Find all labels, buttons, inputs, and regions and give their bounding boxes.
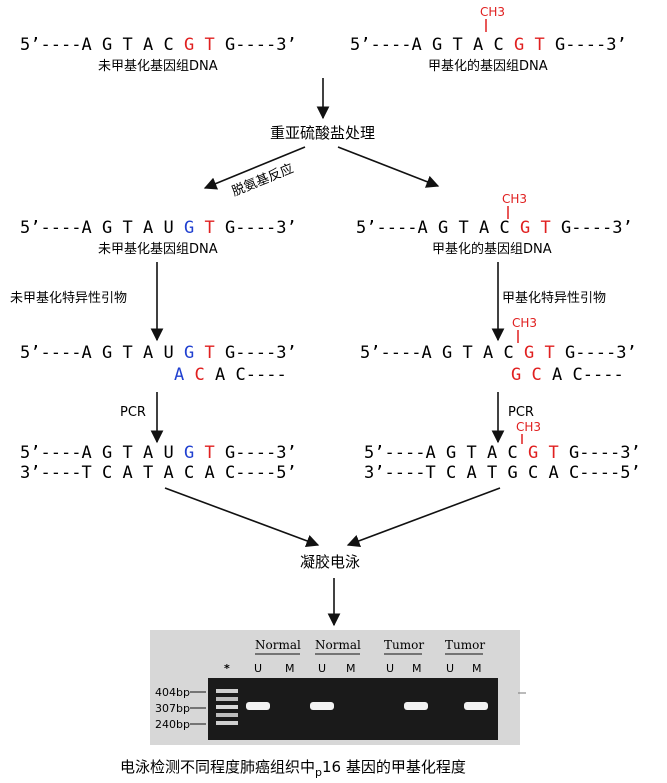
- lane-label: U: [446, 662, 454, 675]
- pcr-product-bottom-unmethylated: 3’----T C A T A C A C----5’: [20, 463, 297, 483]
- electrophoresis-label: 凝胶电泳: [300, 553, 360, 571]
- deamination-label: 脱氨基反应: [230, 161, 296, 200]
- pcr-label-right: PCR: [508, 405, 534, 420]
- arrow-converge-right: [346, 487, 501, 547]
- ch3-label: CH3: [512, 316, 537, 330]
- ladder-band: [216, 697, 238, 701]
- ladder-band: [216, 705, 238, 709]
- figure-caption: 电泳检测不同程度肺癌组织中p16 基因的甲基化程度: [120, 758, 466, 779]
- arrow-left-branch: [203, 146, 306, 190]
- size-label: 404bp: [155, 686, 190, 699]
- arrow-right-branch: [337, 146, 440, 188]
- group-label: Tumor: [445, 638, 485, 652]
- dna-sequence: 5’----A G T A C G T G----3’: [20, 35, 297, 55]
- group-label: Tumor: [384, 638, 424, 652]
- primer-unmethylated: A C A C----: [174, 365, 287, 385]
- sample-band: [464, 702, 488, 710]
- lane-label: M: [472, 662, 482, 675]
- marker-lane-symbol: *: [224, 662, 230, 675]
- converted-methylated-sequence: 5’----A G T A C G T G----3’: [356, 218, 633, 238]
- pcr-product-top-methylated: 5’----A G T A C G T G----3’: [364, 443, 641, 463]
- pcr-label-left: PCR: [120, 405, 146, 420]
- top-unmethylated-sequence: 5’----A G T A C G T G----3’: [20, 35, 297, 55]
- primer-template-unmethylated: 5’----A G T A U G T G----3’: [20, 343, 297, 363]
- lane-label: U: [386, 662, 394, 675]
- group-label: Normal: [255, 638, 301, 652]
- lane-label: U: [318, 662, 326, 675]
- ladder-band: [216, 689, 238, 693]
- gel-figure: Normal Normal Tumor Tumor * U M U M U M U M 404…: [150, 630, 520, 745]
- top-methylated-sequence: CH3 5’----A G T A C G T G----3’: [350, 5, 627, 55]
- methylated-dna-label: 甲基化的基因组DNA: [428, 58, 548, 74]
- lane-label: M: [412, 662, 422, 675]
- size-label: 307bp: [155, 702, 190, 715]
- primer-template-methylated: 5’----A G T A C G T G----3’: [360, 343, 637, 363]
- lane-label: M: [346, 662, 356, 675]
- group-label: Normal: [315, 638, 361, 652]
- size-label: 240bp: [155, 718, 190, 731]
- unmethylated-dna-label: 未甲基化基因组DNA: [98, 59, 218, 74]
- lane-label: U: [254, 662, 262, 675]
- converted-unmethylated-sequence: 5’----A G T A U G T G----3’: [20, 218, 297, 238]
- unmethylated-primer-label: 未甲基化特异性引物: [10, 291, 127, 306]
- sample-band: [310, 702, 334, 710]
- dna-sequence: 5’----A G T A C G T G----3’: [350, 35, 627, 55]
- methylated-primer-label: 甲基化特异性引物: [502, 291, 606, 306]
- ch3-label: CH3: [516, 420, 541, 434]
- ch3-label: CH3: [480, 5, 505, 19]
- sample-band: [246, 702, 270, 710]
- methylated-dna-label: 甲基化的基因组DNA: [432, 241, 552, 257]
- sample-band: [404, 702, 428, 710]
- ladder-band: [216, 713, 238, 717]
- sample-bands: [246, 702, 488, 710]
- primer-methylated: G C A C----: [511, 365, 624, 385]
- pcr-product-bottom-methylated: 3’----T C A T G C A C----5’: [364, 463, 641, 483]
- pcr-product-top-unmethylated: 5’----A G T A U G T G----3’: [20, 443, 297, 463]
- lane-label: M: [285, 662, 295, 675]
- ladder-band: [216, 721, 238, 725]
- unmethylated-dna-label: 未甲基化基因组DNA: [98, 242, 218, 257]
- ch3-label: CH3: [502, 192, 527, 206]
- bisulfite-step-label: 重亚硫酸盐处理: [270, 124, 375, 142]
- arrow-converge-left: [164, 487, 320, 547]
